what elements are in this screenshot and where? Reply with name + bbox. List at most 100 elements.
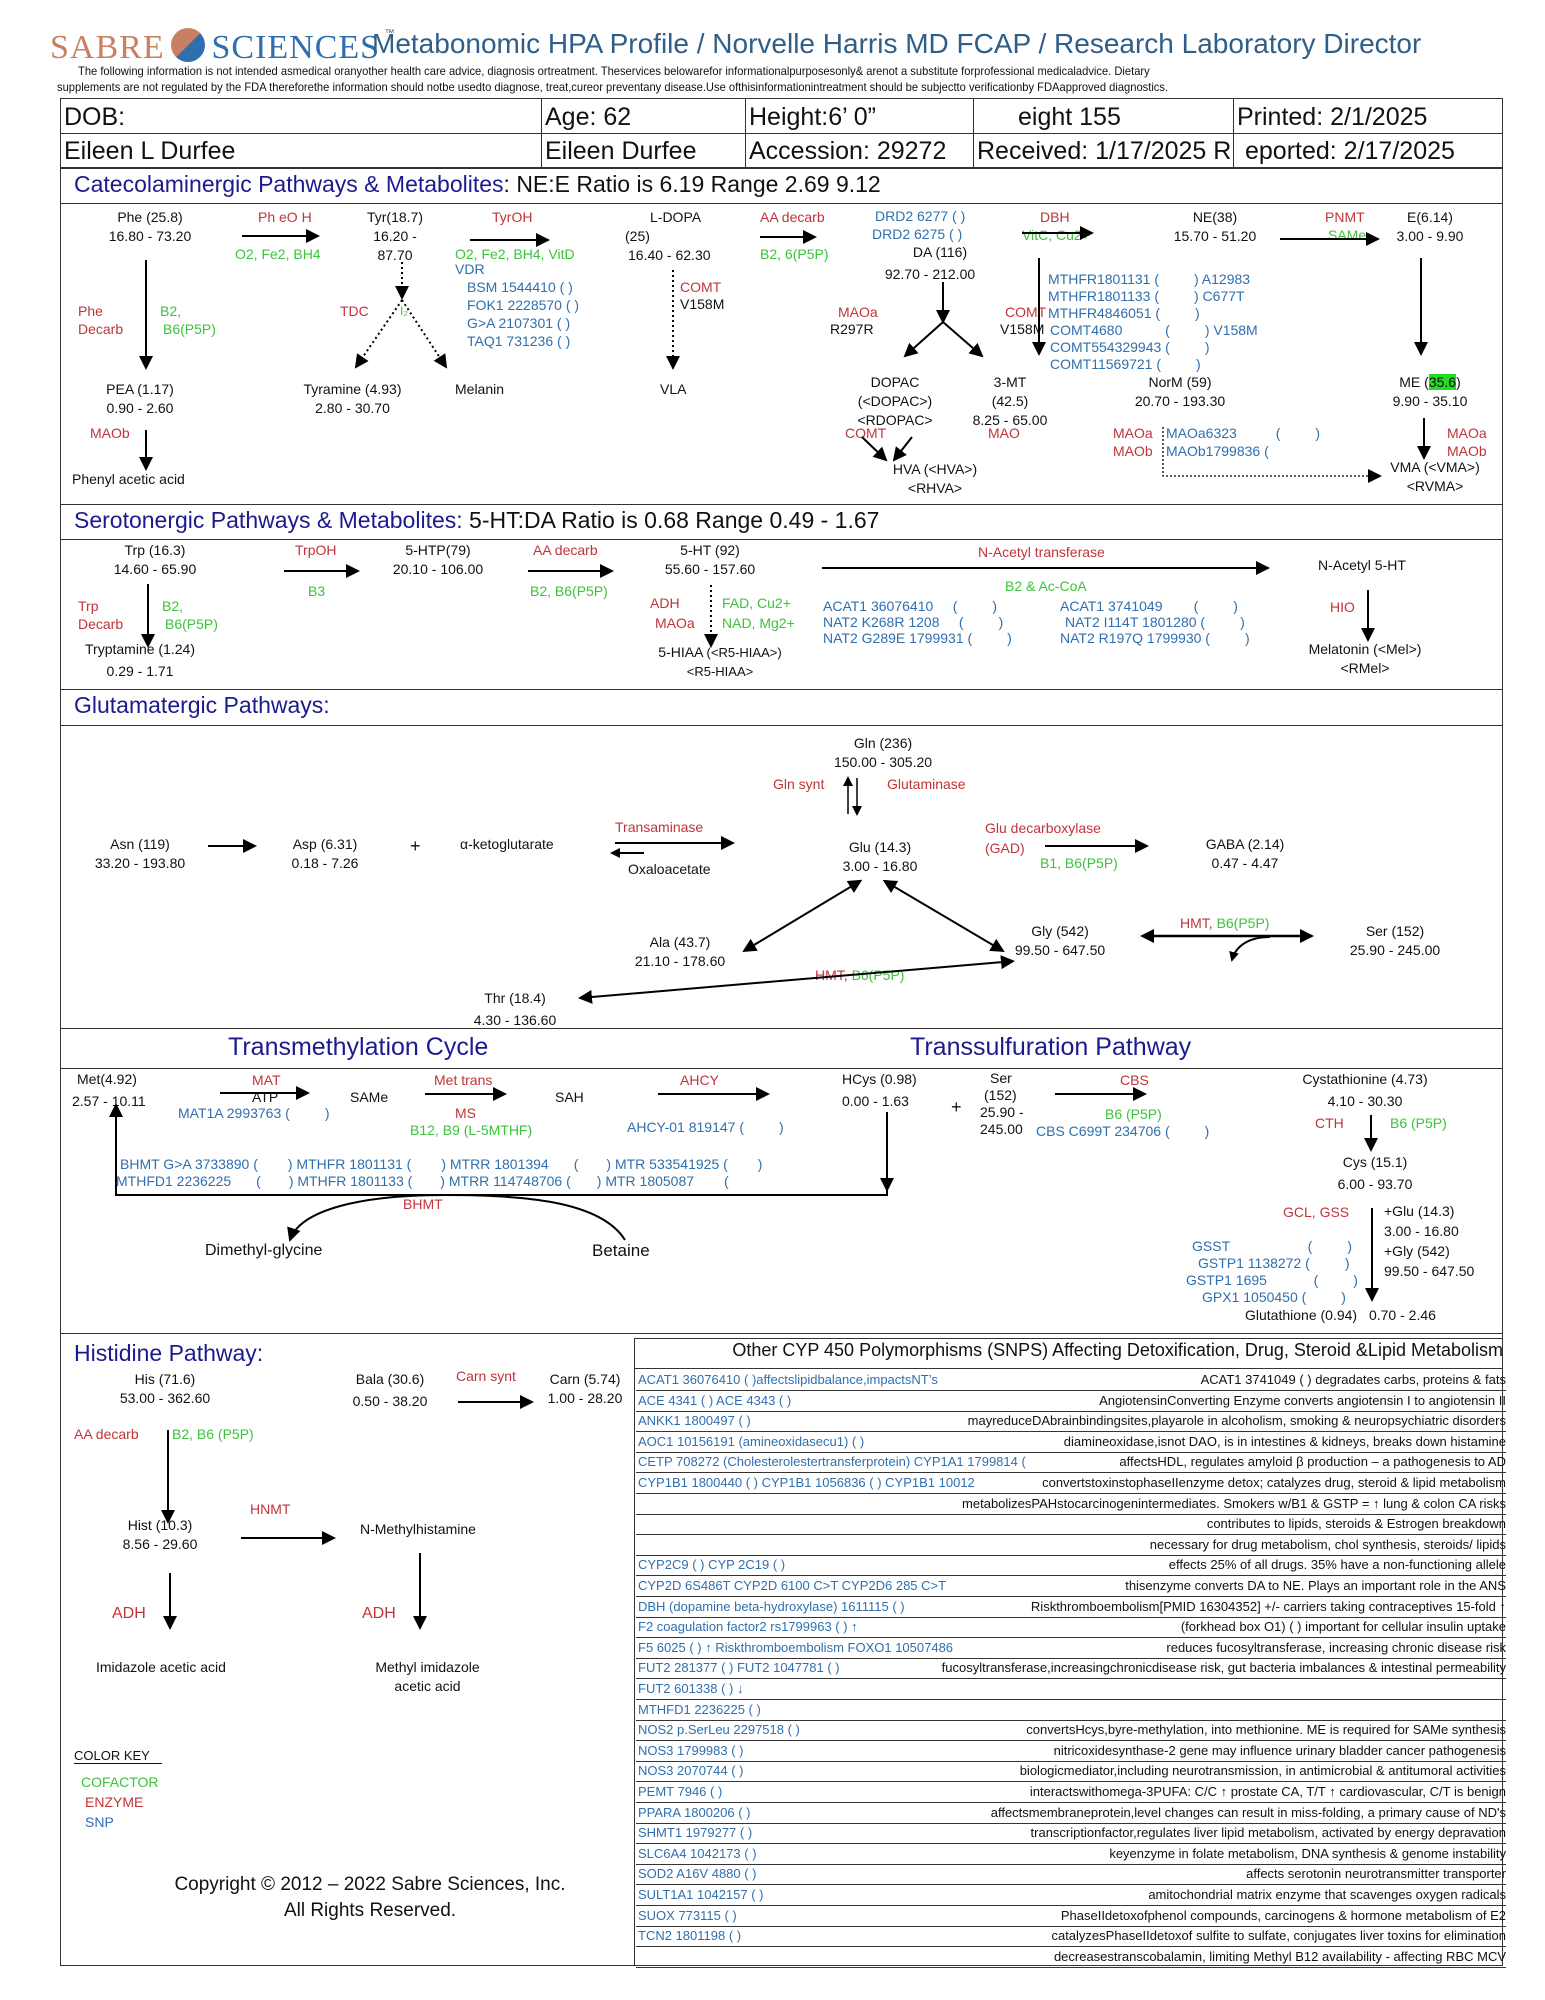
printed-date: Printed: 2/1/2025 bbox=[1237, 103, 1428, 131]
logo-swirl-icon bbox=[171, 28, 206, 62]
snp-row-description: effects 25% of all drugs. 35% have a non… bbox=[1168, 1557, 1506, 1573]
metabolite-ser-ts: Ser(152)25.90 -245.00 bbox=[980, 1070, 1024, 1137]
enzyme-aa-decarb: AA decarb bbox=[760, 209, 825, 225]
enzyme-mat: MAT bbox=[252, 1072, 281, 1088]
snp-row-description: amitochondrial matrix enzyme that scaven… bbox=[1148, 1887, 1506, 1902]
dob-label: DOB: bbox=[64, 103, 126, 131]
metabolite-akg: α-ketoglutarate bbox=[460, 836, 554, 852]
cofactor-trp-decarb: B2,B6(P5P) bbox=[162, 598, 218, 632]
metabolite-cystathionine: Cystathionine (4.73)4.10 - 30.30 bbox=[1302, 1071, 1428, 1109]
enzyme-pnmt: PNMT bbox=[1325, 209, 1365, 225]
metabolite-melatonin: Melatonin (<Mel>)<RMel> bbox=[1308, 641, 1422, 676]
methylation-snp-row-2: MTHFD1 2236225() MTHFR 1801133 () MTRR 1… bbox=[116, 1173, 729, 1189]
snp-row-gene: ACE 4341 ( ) ACE 4343 ( ) bbox=[638, 1392, 792, 1408]
enzyme-met-trans: Met trans bbox=[434, 1072, 493, 1088]
snp-table-row: TCN2 1801198 ( )catalyzesPhaseIIdetoxof … bbox=[636, 1926, 1506, 1948]
cofactor-trpoh: B3 bbox=[308, 583, 326, 599]
snp-table-row: FUT2 601338 ( ) ↓ bbox=[636, 1679, 1506, 1700]
vdr-snp-list: BSM 1544410 ( )FOK1 2228570 ( )G>A 21073… bbox=[467, 279, 580, 349]
snp-table-row: necessary for drug metabolism, chol synt… bbox=[636, 1535, 1506, 1556]
snp-table-row: FUT2 281377 ( ) FUT2 1047781 ( )fucosylt… bbox=[636, 1658, 1506, 1680]
snp-row-description: convertsHcys,byre-methylation, into meth… bbox=[1026, 1722, 1506, 1738]
snp-row-description: decreasestranscobalamin, limiting Methyl… bbox=[1053, 1948, 1506, 1964]
snp-table-row: PEMT 7946 ( )interactswithomega-3PUFA: C… bbox=[636, 1782, 1506, 1803]
plus-sign-ser: + bbox=[951, 1097, 962, 1117]
snp-row-gene: FUT2 281377 ( ) FUT2 1047781 ( ) bbox=[638, 1660, 840, 1676]
cbs-snp: CBS C699T 234706 ( ) bbox=[1036, 1123, 1210, 1139]
mat1a-snp: MAT1A 2993763 ( ) bbox=[178, 1105, 330, 1121]
transmethylation-title: Transmethylation Cycle bbox=[228, 1033, 489, 1061]
snp-row-gene: FUT2 601338 ( ) ↓ bbox=[638, 1681, 744, 1696]
vdr-label: VDR bbox=[455, 261, 485, 277]
metabolite-glu: Glu (14.3)3.00 - 16.80 bbox=[842, 839, 918, 874]
metabolite-da: DA (116)92.70 - 212.00 bbox=[884, 244, 976, 282]
snp-row-gene: SULT1A1 1042157 ( ) bbox=[638, 1887, 764, 1902]
logo-text-sabre: SABRE bbox=[50, 29, 165, 66]
reported-date: eported: 2/17/2025 bbox=[1245, 137, 1455, 165]
color-key: COLOR KEY COFACTOR ENZYME SNP bbox=[74, 1748, 162, 1830]
metabolite-trp: Trp (16.3)14.60 - 65.90 bbox=[113, 542, 197, 577]
snp-row-description: interactswithomega-3PUFA: C/C ↑ prostate… bbox=[1029, 1784, 1506, 1799]
enzyme-hio: HIO bbox=[1330, 599, 1355, 615]
metabolite-glutathione: Glutathione (0.94) 0.70 - 2.46 bbox=[1245, 1307, 1436, 1323]
enzyme-glu-decarboxylase: Glu decarboxylase(GAD) bbox=[985, 820, 1101, 856]
enzyme-tdc: TDC bbox=[340, 303, 369, 319]
snp-row-gene: AOC1 10156191 (amineoxidasecu1) ( ) bbox=[638, 1433, 865, 1449]
cofactor-nat: B2 & Ac-CoA bbox=[1005, 578, 1087, 594]
me-value-highlight: 35.6 bbox=[1428, 374, 1457, 390]
snp-table-row: contributes to lipids, steroids & Estrog… bbox=[636, 1514, 1506, 1536]
enzyme-cbs: CBS bbox=[1120, 1072, 1149, 1088]
age-value: Age: 62 bbox=[545, 103, 632, 131]
snp-row-description: nitricoxidesynthase-2 gene may influence… bbox=[1053, 1742, 1506, 1758]
metabolite-vla: VLA bbox=[660, 381, 687, 397]
snp-row-description: necessary for drug metabolism, chol synt… bbox=[1149, 1536, 1506, 1552]
snp-table-row: SLC6A4 1042173 ( )keyenzyme in folate me… bbox=[636, 1844, 1506, 1865]
metabolite-phe: Phe (25.8)16.80 - 73.20 bbox=[108, 209, 192, 244]
report-title: Metabonomic HPA Profile / Norvelle Harri… bbox=[372, 28, 1422, 59]
logo-text-sciences: SCIENCES bbox=[211, 29, 381, 66]
patient-name: Eileen L Durfee bbox=[64, 137, 236, 165]
enzyme-cth: CTH bbox=[1315, 1115, 1344, 1131]
glutamate-section-title: Glutamatergic Pathways: bbox=[74, 692, 330, 718]
enzyme-ahcy: AHCY bbox=[680, 1072, 719, 1088]
cofactor-dbh: VitC, Cu2+ bbox=[1022, 227, 1090, 243]
metabolite-5hiaa: 5-HIAA (<R5-HIAA>) <R5-HIAA> bbox=[658, 644, 782, 679]
snp-row-gene: CYP2C9 ( ) CYP 2C19 ( ) bbox=[638, 1557, 786, 1573]
metabolite-hist: Hist (10.3)8.56 - 29.60 bbox=[122, 1517, 198, 1552]
snp-row-gene: F5 6025 ( ) ↑ Riskthromboembolism FOXO1 … bbox=[638, 1639, 954, 1655]
cofactor-fad-nad: FAD, Cu2+NAD, Mg2+ bbox=[722, 595, 795, 631]
snp-table-row: SHMT1 1979277 ( )transcriptionfactor,reg… bbox=[636, 1823, 1506, 1845]
metabolite-bala: Bala (30.6)0.50 - 38.20 bbox=[352, 1371, 428, 1409]
cofactor-ms: B12, B9 (L-5MTHF) bbox=[410, 1122, 533, 1138]
metabolite-dopac: DOPAC(<DOPAC>)<RDOPAC> bbox=[857, 374, 933, 428]
metabolite-dimethyl-glycine: Dimethyl-glycine bbox=[205, 1242, 323, 1259]
enzyme-n-acetyl-transferase: N-Acetyl transferase bbox=[978, 544, 1105, 560]
snp-row-description: convertstoxinstophaseIIenzyme detox; cat… bbox=[1042, 1475, 1506, 1490]
copyright: Copyright © 2012 – 2022 Sabre Sciences, … bbox=[174, 1874, 566, 1921]
color-key-snp: SNP bbox=[85, 1814, 114, 1830]
enzyme-comt-da: COMT bbox=[1005, 304, 1047, 320]
cofactor-pnmt: SAMe bbox=[1328, 227, 1367, 243]
nat-snp-list-left: ACAT1 36076410 ( )NAT2 K268R 1208 ( )NAT… bbox=[823, 598, 1012, 646]
methylation-snp-row-1: BHMT G>A 3733890 () MTHFR 1801131 () MTR… bbox=[120, 1156, 763, 1172]
snp-table-row: SUOX 773115 ( )PhaseIIdetoxofphenol comp… bbox=[636, 1906, 1506, 1927]
metabolite-tyr: Tyr(18.7)16.20 -87.70 bbox=[366, 209, 423, 263]
enzyme-pheoh: Ph eO H bbox=[258, 209, 312, 225]
mao-snp-list: MAOa6323 ( )MAOb1799836 ( bbox=[1166, 425, 1321, 459]
metabolite-tryptamine: Tryptamine (1.24)0.29 - 1.71 bbox=[85, 641, 195, 679]
metabolite-ne: NE(38)15.70 - 51.20 bbox=[1173, 209, 1257, 244]
logo-trademark: ™ bbox=[384, 28, 395, 39]
snp-row-gene: ACAT1 36076410 ( )affectslipidbalance,im… bbox=[638, 1372, 938, 1387]
enzyme-dbh: DBH bbox=[1040, 209, 1070, 225]
snp-table-row: SULT1A1 1042157 ( ) amitochondrial matrix… bbox=[636, 1885, 1506, 1906]
snp-table-row: CYP1B1 1800440 ( ) CYP1B1 1056836 ( ) CY… bbox=[636, 1473, 1506, 1494]
cofactor-cth: B6 (P5P) bbox=[1390, 1115, 1447, 1131]
snp-row-gene: SOD2 A16V 4880 ( ) bbox=[638, 1866, 757, 1882]
height-value: Height:6’ 0” bbox=[749, 103, 876, 131]
snp-row-description: catalyzesPhaseIIdetoxof sulfite to sulfa… bbox=[1051, 1928, 1506, 1944]
